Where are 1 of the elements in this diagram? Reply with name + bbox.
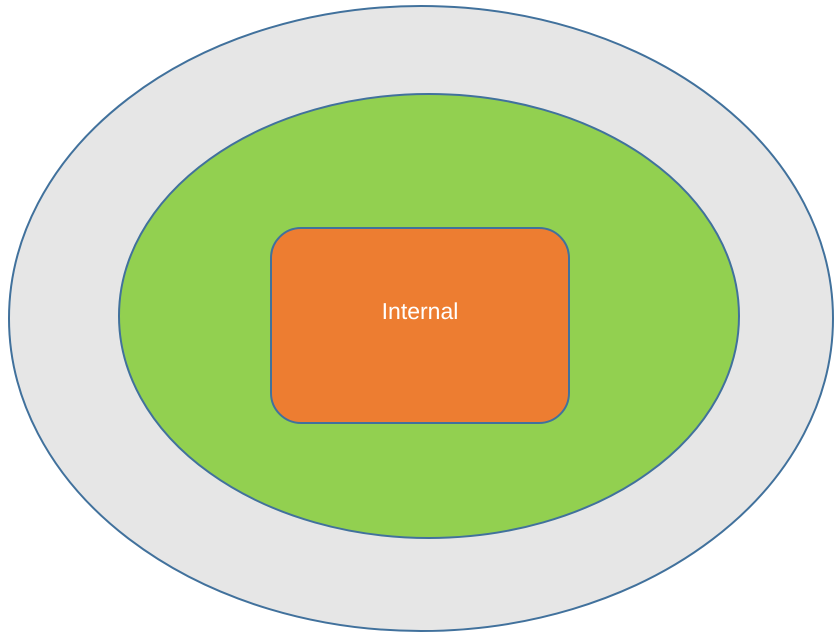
- node-label: Internal: [380, 298, 460, 324]
